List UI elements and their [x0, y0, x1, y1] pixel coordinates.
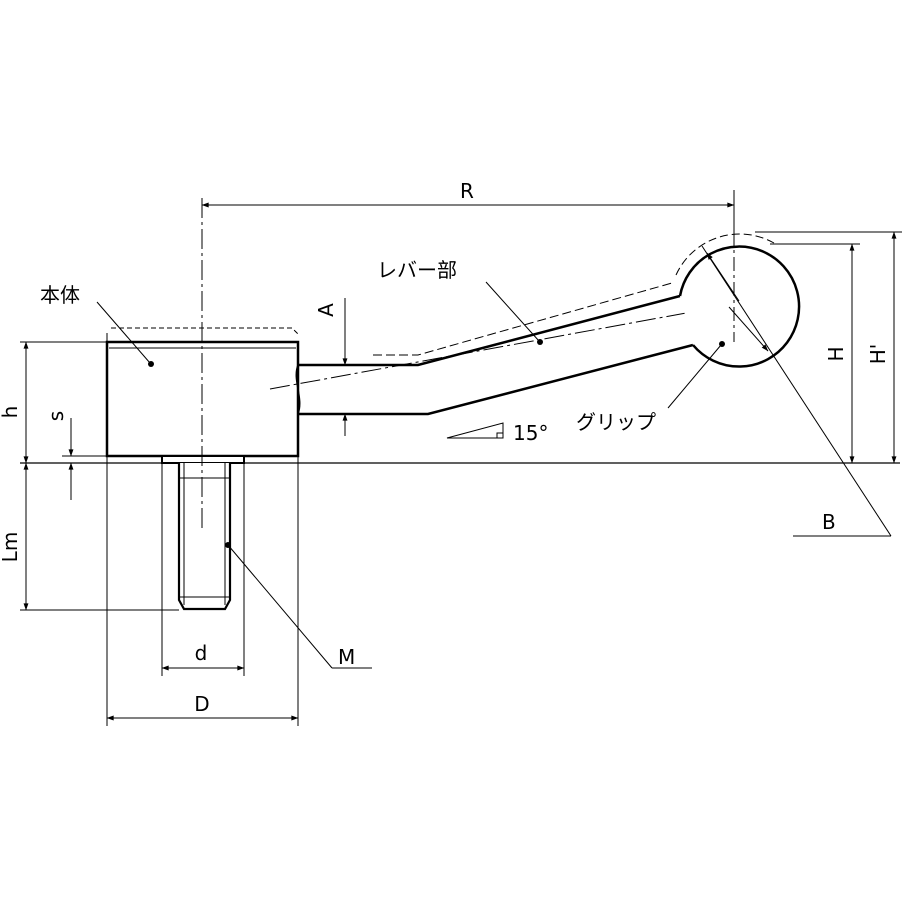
dim-D [106, 456, 299, 726]
label-s: s [44, 411, 68, 421]
label-angle: 15° [513, 421, 548, 445]
label-B: B [822, 510, 836, 534]
label-D: D [194, 692, 209, 716]
angle-mark [446, 422, 504, 439]
label-lever: レバー部 [377, 258, 457, 282]
label-body: 本体 [40, 283, 80, 307]
label-H-prime: H' [866, 344, 890, 365]
lever-arm [269, 282, 791, 416]
dim-B [701, 245, 892, 537]
dim-d [161, 463, 245, 676]
leader-M [225, 542, 372, 669]
dim-h [20, 341, 107, 464]
leader-grip [667, 341, 725, 409]
dim-s [62, 418, 162, 500]
dim-H-prime [755, 231, 902, 464]
label-H: H [824, 346, 848, 361]
threaded-stud [177, 463, 232, 611]
label-h: h [0, 406, 22, 419]
label-grip: グリップ [576, 410, 656, 434]
dim-H [770, 243, 860, 464]
label-d: d [195, 641, 208, 665]
leader-lever [485, 281, 543, 345]
label-A: A [314, 303, 338, 317]
dim-R [201, 190, 735, 232]
leader-body [96, 301, 154, 367]
label-Lm: Lm [0, 532, 22, 563]
label-R: R [460, 179, 474, 203]
label-M: M [338, 645, 355, 669]
dim-Lm [20, 462, 179, 611]
